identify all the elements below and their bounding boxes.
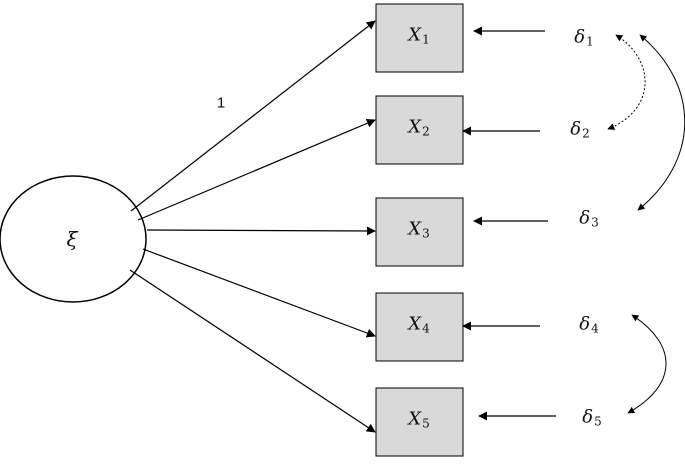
error-label-d1: δ1	[574, 26, 594, 49]
indicator-box-x3	[375, 197, 464, 267]
loading-label: 1	[216, 94, 226, 112]
covariance-arc-d1-d2	[607, 34, 646, 130]
covariance-arc-d4-d5	[627, 314, 667, 414]
error-label-d3: δ3	[579, 207, 599, 230]
indicator-label-x1: X1	[408, 24, 430, 47]
indicator-box-x4	[375, 292, 464, 362]
error-label-d5: δ5	[582, 406, 602, 429]
indicator-label-x4: X4	[408, 313, 430, 336]
indicator-box-x5	[375, 387, 464, 457]
error-label-d4: δ4	[579, 313, 599, 336]
loading-arrow-x2	[137, 119, 376, 221]
indicator-label-x2: X2	[408, 116, 430, 139]
loading-arrow-x1	[130, 20, 376, 212]
indicator-label-x3: X3	[408, 218, 430, 241]
covariance-arc-d1-d3	[637, 34, 685, 211]
loading-arrow-x4	[142, 248, 376, 338]
loading-arrow-x3	[146, 226, 376, 236]
loading-arrow-x5	[129, 269, 376, 433]
error-label-d2: δ2	[570, 118, 590, 141]
indicator-label-x5: X5	[408, 408, 430, 431]
indicator-box-x1	[375, 3, 464, 73]
latent-ellipse	[0, 175, 147, 303]
latent-label: ξ	[66, 227, 78, 251]
indicator-box-x2	[375, 95, 464, 165]
